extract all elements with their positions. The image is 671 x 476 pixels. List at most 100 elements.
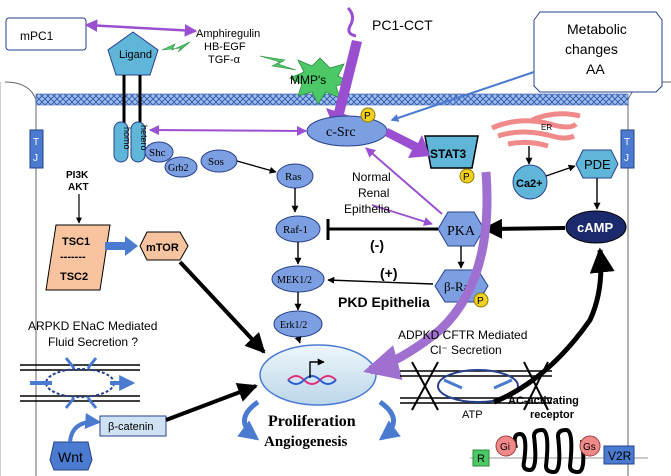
svg-text:Cl⁻ Secretion: Cl⁻ Secretion <box>430 343 502 357</box>
svg-text:Renal: Renal <box>358 186 389 200</box>
x-mark-icon <box>411 361 439 411</box>
svg-text:PKA: PKA <box>447 224 476 239</box>
mmps-label: MMP's <box>290 73 326 87</box>
mpc1-label: mPC1 <box>20 29 54 43</box>
ca2-node: Ca2+ <box>512 164 548 200</box>
svg-text:T: T <box>624 137 630 148</box>
svg-text:AA: AA <box>586 61 605 77</box>
ligand-label: Ligand <box>119 49 152 61</box>
cycle-arrow-left <box>237 399 260 441</box>
svg-text:PDE: PDE <box>584 157 611 172</box>
pkd-epithelia-label: PKD Epithelia <box>338 294 430 310</box>
pc1-cct-label: PC1-CCT <box>372 17 433 33</box>
minus-sign: (-) <box>370 237 384 253</box>
arrow-csrc-stat3 <box>385 128 430 158</box>
mmps-starburst: MMP's <box>289 57 352 105</box>
arrow-bcatenin-nucleus <box>165 383 258 422</box>
svg-text:-------: ------- <box>60 251 86 263</box>
pc1-cct-arrow <box>334 40 362 114</box>
svg-text:changes: changes <box>565 41 618 57</box>
mpc1-box: mPC1 <box>5 17 87 51</box>
svg-text:PI3K: PI3K <box>66 170 89 181</box>
tj-left: T J <box>29 129 44 169</box>
svg-text:MEK1/2: MEK1/2 <box>277 275 312 286</box>
arrow-receptor-camp <box>493 247 615 405</box>
hbegf-label: HB-EGF <box>204 41 246 53</box>
stat3-node: STAT3 P <box>424 135 479 184</box>
svg-text:V2R: V2R <box>608 449 632 463</box>
svg-text:Metabolic: Metabolic <box>567 21 627 37</box>
ac-receptor-label: AC-activating receptor <box>508 395 579 421</box>
svg-text:Normal: Normal <box>352 170 391 184</box>
svg-text:ER: ER <box>541 123 552 132</box>
svg-text:Raf-1: Raf-1 <box>283 224 308 236</box>
svg-text:β-catenin: β-catenin <box>108 421 153 433</box>
pi3k-akt-label: PI3K AKT <box>66 170 89 193</box>
grb2-node: Grb2 <box>164 156 198 178</box>
svg-text:Fluid Secretion ?: Fluid Secretion ? <box>48 335 138 349</box>
sos-node: Sos <box>200 149 238 173</box>
csrc-node: c-Src P <box>306 107 388 147</box>
pka-node: PKA <box>437 211 485 247</box>
svg-text:cAMP: cAMP <box>577 220 613 235</box>
svg-text:mTOR: mTOR <box>146 242 179 254</box>
ras-node: Ras <box>276 163 314 189</box>
erk-node: Erk1/2 <box>273 310 323 338</box>
tj-right: T J <box>620 129 635 169</box>
svg-text:Gi: Gi <box>500 442 510 453</box>
lightning-icon <box>161 41 191 53</box>
svg-text:Epithelia: Epithelia <box>344 202 390 216</box>
er: ER <box>491 111 581 149</box>
bcatenin-node: β-catenin <box>99 415 167 437</box>
normal-renal-label: Normal Renal Epithelia <box>344 170 391 216</box>
shc-node: Shc <box>144 141 174 163</box>
arrow-sos-ras <box>236 160 277 174</box>
nucleus <box>259 344 377 406</box>
svg-text:P: P <box>463 172 470 183</box>
atp-label: ATP <box>462 409 483 421</box>
lightning-icon-2 <box>259 55 297 71</box>
arpkd-channel <box>20 357 140 409</box>
arrow-receptor-csrc <box>149 125 307 136</box>
arrow-stat3-nucleus <box>363 171 492 380</box>
svg-text:AC-activating: AC-activating <box>508 395 579 407</box>
camp-node: cAMP <box>565 210 627 244</box>
tgfa-label: TGF-α <box>208 54 241 66</box>
arrow-braf-mek <box>327 276 434 285</box>
arrow-mpc1-amphiregulin <box>84 19 198 37</box>
proliferation-text: Proliferation Angiogenesis <box>264 413 356 450</box>
hetero-label: hetero <box>139 125 149 151</box>
svg-text:T: T <box>33 137 39 148</box>
transcription-arrow-icon <box>309 358 325 378</box>
svg-text:Gs: Gs <box>583 442 596 453</box>
wnt-node: Wnt <box>49 441 93 471</box>
ligand: Ligand <box>107 31 159 76</box>
arrow-pka-csrc <box>365 147 443 215</box>
gs-node: Gs <box>579 435 601 457</box>
r-node: R <box>472 449 490 467</box>
svg-text:J: J <box>624 153 629 164</box>
svg-text:Ras: Ras <box>285 171 302 183</box>
arrow-stat3-pka <box>371 204 433 226</box>
svg-text:Grb2: Grb2 <box>168 163 189 174</box>
adpkd-channel <box>400 361 552 411</box>
svg-text:receptor: receptor <box>530 409 575 421</box>
svg-text:Ca2+: Ca2+ <box>516 178 543 190</box>
svg-text:AKT: AKT <box>68 182 89 193</box>
svg-text:P: P <box>477 296 484 307</box>
tsc-complex: TSC1 ------- TSC2 <box>45 224 111 291</box>
metabolic-changes-box: Metabolic changes AA <box>533 11 663 93</box>
mtor-node: mTOR <box>139 231 189 261</box>
svg-text:STAT3: STAT3 <box>430 147 467 161</box>
homo-label: homo <box>122 127 132 150</box>
svg-text:Angiogenesis: Angiogenesis <box>264 434 348 450</box>
adpkd-label: ADPKD CFTR Mediated Cl⁻ Secretion <box>398 328 527 357</box>
arrow-mtor-nucleus <box>178 260 266 354</box>
arpkd-label: ARPKD ENaC Mediated Fluid Secretion ? <box>28 319 157 349</box>
svg-text:Proliferation: Proliferation <box>268 413 356 430</box>
svg-text:R: R <box>477 453 485 465</box>
v2r-node: V2R <box>603 445 635 465</box>
receptor: homo hetero <box>113 75 149 163</box>
svg-text:P: P <box>364 111 371 122</box>
